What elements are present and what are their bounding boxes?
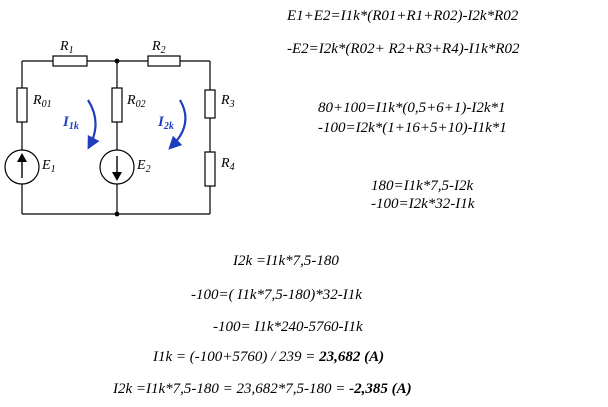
resistor-r3 — [204, 89, 216, 119]
source-e2 — [99, 149, 135, 185]
arrow-down-icon — [112, 172, 122, 181]
loop-current-1-arrow — [87, 99, 100, 150]
equation-i1k-solution: I1k = (-100+5760) / 239 = 23,682 (A) — [153, 348, 384, 366]
resistor-r02 — [111, 87, 123, 123]
label-r1: R1 — [59, 39, 74, 56]
i2k-solution-expression: I2k =I1k*7,5-180 = 23,682*7,5-180 = — [113, 381, 350, 397]
label-r01: R01 — [32, 93, 52, 110]
label-r2: R2 — [151, 39, 166, 56]
label-r02: R02 — [126, 93, 146, 110]
circuit-diagram: R1 R2 R01 R02 R3 R4 E1 E2 I1k I2k — [4, 39, 235, 217]
equation-loop2-simplified: -100=I2k*32-I1k — [371, 196, 475, 212]
i1k-solution-value: 23,682 (A) — [319, 349, 385, 365]
label-e2: E2 — [136, 158, 151, 175]
equation-loop1-general: E1+E2=I1k*(R01+R1+R02)-I2k*R02 — [287, 8, 519, 24]
label-i2k: I2k — [157, 114, 174, 132]
i1k-solution-expression: I1k = (-100+5760) / 239 = — [153, 349, 320, 365]
equation-express-i2k: I2k =I1k*7,5-180 — [233, 253, 339, 269]
equation-loop2-general: -E2=I2k*(R02+ R2+R3+R4)-I1k*R02 — [287, 41, 520, 57]
wires — [21, 60, 211, 215]
equation-substituted: -100=( I1k*7,5-180)*32-I1k — [191, 287, 362, 303]
i2k-solution-value: -2,385 (A) — [349, 381, 412, 397]
resistor-r2 — [147, 55, 181, 67]
junction-top — [114, 58, 120, 64]
equation-i2k-solution: I2k =I1k*7,5-180 = 23,682*7,5-180 = -2,3… — [113, 380, 412, 398]
label-r3: R3 — [220, 93, 235, 110]
resistor-r4 — [204, 151, 216, 187]
loop-current-2-arrow — [168, 99, 187, 150]
resistor-r01 — [16, 87, 28, 123]
source-e1 — [4, 149, 40, 185]
equation-loop2-subst: -100=I2k*(1+16+5+10)-I1k*1 — [318, 120, 507, 136]
equation-loop1-subst: 80+100=I1k*(0,5+6+1)-I2k*1 — [318, 100, 506, 116]
arrow-up-icon — [17, 153, 27, 162]
junction-bottom — [114, 211, 120, 217]
label-i1k: I1k — [62, 114, 79, 132]
label-e1: E1 — [41, 158, 56, 175]
label-r4: R4 — [220, 156, 235, 173]
equation-expanded: -100= I1k*240-5760-I1k — [213, 319, 363, 335]
resistor-r1 — [52, 55, 88, 67]
equation-loop1-simplified: 180=I1k*7,5-I2k — [371, 178, 474, 194]
